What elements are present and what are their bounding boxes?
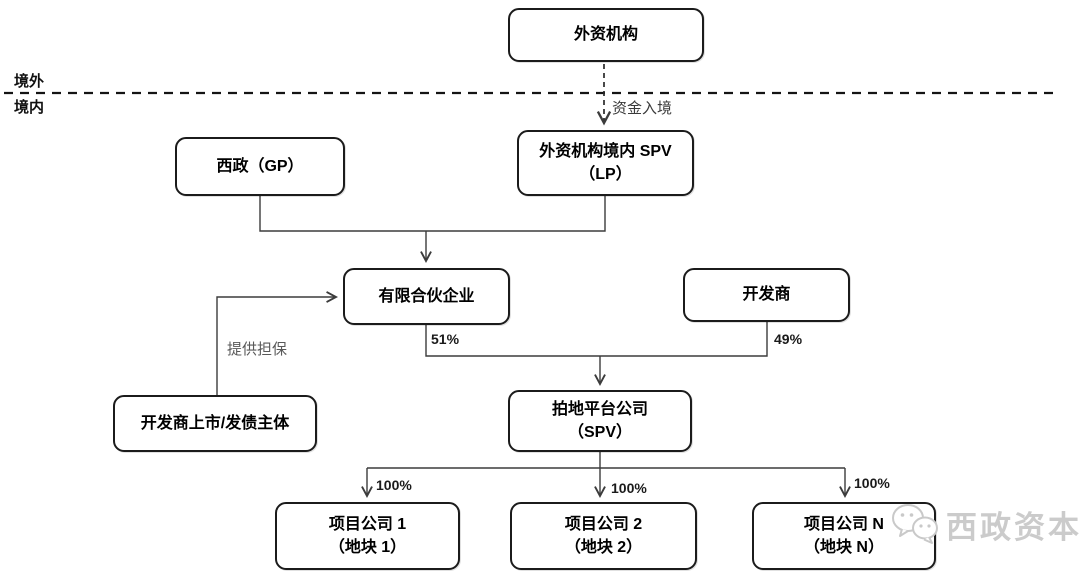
node-land-platform-spv: 拍地平台公司 （SPV） (508, 390, 692, 452)
node-limited-partnership: 有限合伙企业 (343, 268, 510, 325)
node-xizheng-gp: 西政（GP） (175, 137, 345, 196)
node-project-company-2: 项目公司 2 （地块 2） (510, 502, 697, 570)
edge-label-capital-entry: 资金入境 (612, 100, 673, 117)
node-project-company-1: 项目公司 1 （地块 1） (275, 502, 460, 570)
node-label: 项目公司 2 (564, 515, 643, 533)
region-label-onshore: 境内 (14, 99, 45, 116)
node-label: 开发商 (742, 286, 791, 304)
node-sublabel: （地块 N） (803, 539, 884, 556)
edge-label-100pct-1: 100% (376, 477, 412, 493)
node-foreign-institution: 外资机构 (508, 8, 704, 62)
edge-label-49pct: 49% (774, 331, 803, 347)
node-label: 拍地平台公司 (551, 400, 648, 418)
node-label: 外资机构 (573, 26, 638, 44)
node-sublabel: （SPV） (567, 424, 633, 441)
node-developer-listed-entity: 开发商上市/发债主体 (113, 395, 317, 452)
node-label: 有限合伙企业 (378, 287, 475, 305)
edge-label-100pct-n: 100% (854, 475, 890, 491)
guarantee-arrow (216, 297, 336, 395)
node-sublabel: （地块 2） (564, 539, 643, 556)
node-label: 项目公司 1 (328, 515, 407, 533)
edge-label-guarantee: 提供担保 (227, 341, 288, 358)
node-label: 开发商上市/发债主体 (140, 414, 290, 432)
region-label-offshore: 境外 (14, 73, 45, 90)
node-project-company-n: 项目公司 N （地块 N） (752, 502, 936, 570)
node-sublabel: （地块 1） (328, 539, 407, 556)
edge-label-51pct: 51% (431, 331, 460, 347)
node-label: 项目公司 N (803, 515, 884, 533)
node-label: 西政（GP） (216, 157, 304, 175)
node-foreign-spv-lp: 外资机构境内 SPV （LP） (517, 130, 694, 196)
node-sublabel: （LP） (579, 166, 632, 183)
node-developer: 开发商 (683, 268, 850, 322)
edge-label-100pct-2: 100% (611, 480, 647, 496)
node-label: 外资机构境内 SPV (539, 142, 672, 160)
